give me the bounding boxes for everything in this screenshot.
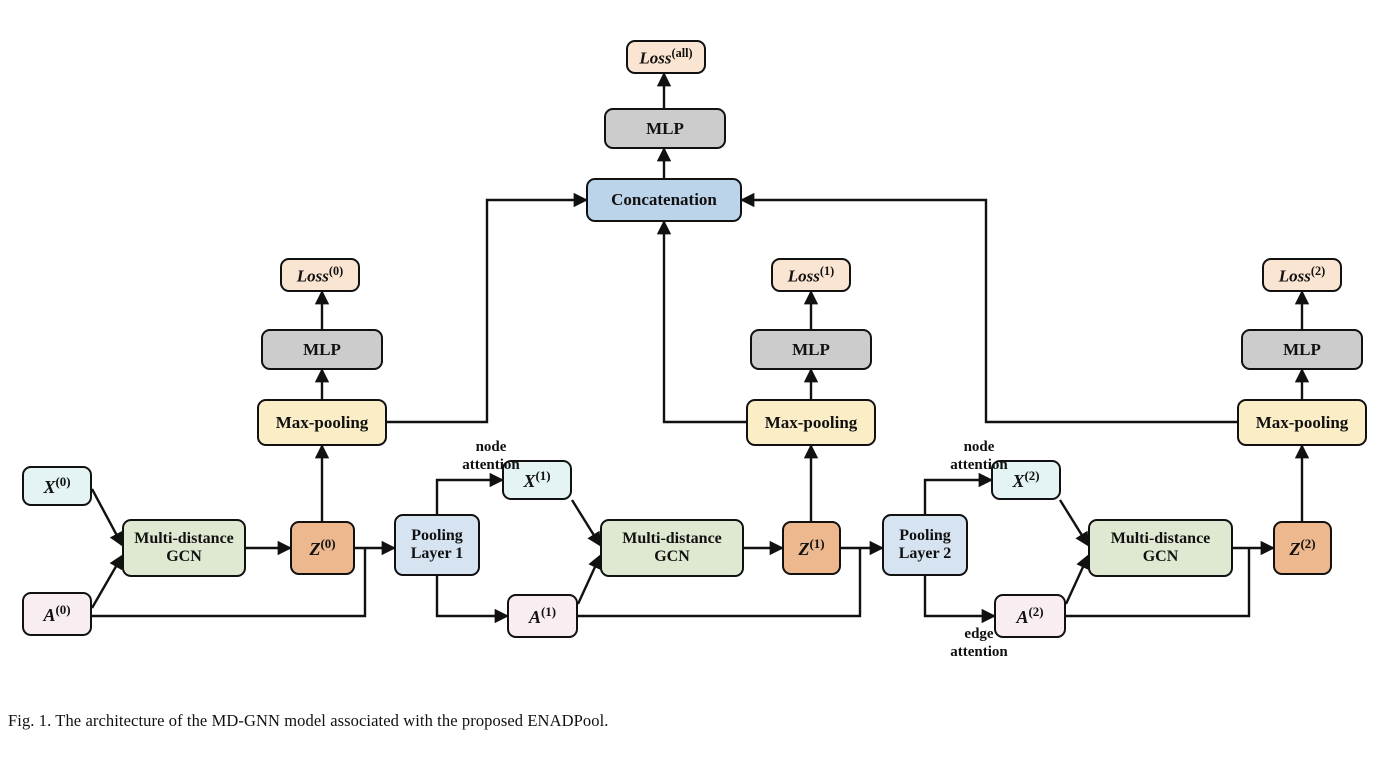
mlp-2-label: MLP <box>1283 339 1321 359</box>
maxpool-0-label: Max-pooling <box>275 412 369 432</box>
a2-box[interactable]: A(2) <box>994 594 1066 638</box>
loss-all-label: Loss(all) <box>639 45 693 68</box>
loss-1-label: Loss(1) <box>787 263 835 286</box>
edge-maxpool2-to-concat <box>739 192 1240 424</box>
edge-x1-to-gcn1 <box>570 499 602 547</box>
loss-0-label: Loss(0) <box>296 263 344 286</box>
pooling-layer-2-box[interactable]: Pooling Layer 2 <box>882 514 968 576</box>
concatenation-box[interactable]: Concatenation <box>586 178 742 222</box>
mlp-all-box[interactable]: MLP <box>604 108 726 149</box>
mlp-1-box[interactable]: MLP <box>750 329 872 370</box>
a1-label: A(1) <box>528 603 557 627</box>
x2-box[interactable]: X(2) <box>991 460 1061 500</box>
z2-label: Z(2) <box>1289 535 1316 559</box>
gcn-2-box[interactable]: Multi-distance GCN <box>1088 519 1233 577</box>
loss-0-box[interactable]: Loss(0) <box>280 258 360 292</box>
gcn-1-box[interactable]: Multi-distance GCN <box>600 519 744 577</box>
pooling-layer-1-label: Pooling Layer 1 <box>410 527 464 562</box>
edge-attention-2-label: edge attention <box>950 626 1008 660</box>
node-attention-1-label: node attention <box>462 439 520 473</box>
edge-pool2-to-a2 <box>923 576 997 624</box>
gcn-0-label: Multi-distance GCN <box>134 530 234 565</box>
edge-a0-to-gcn0 <box>90 554 124 609</box>
loss-all-box[interactable]: Loss(all) <box>626 40 706 74</box>
z2-box[interactable]: Z(2) <box>1273 521 1332 575</box>
x0-label: X(0) <box>43 473 71 497</box>
x1-box[interactable]: X(1) <box>502 460 572 500</box>
maxpool-2-box[interactable]: Max-pooling <box>1237 399 1367 446</box>
loss-2-label: Loss(2) <box>1278 263 1326 286</box>
maxpool-1-box[interactable]: Max-pooling <box>746 399 876 446</box>
maxpool-1-label: Max-pooling <box>764 412 858 432</box>
z0-box[interactable]: Z(0) <box>290 521 355 575</box>
node-attention-2-label: node attention <box>950 439 1008 473</box>
loss-2-box[interactable]: Loss(2) <box>1262 258 1342 292</box>
gcn-1-label: Multi-distance GCN <box>622 530 722 565</box>
z1-label: Z(1) <box>798 535 825 559</box>
loss-1-box[interactable]: Loss(1) <box>771 258 851 292</box>
mlp-all-label: MLP <box>646 118 684 138</box>
gcn-2-label: Multi-distance GCN <box>1110 530 1211 565</box>
mlp-1-label: MLP <box>792 339 830 359</box>
mlp-0-label: MLP <box>303 339 341 359</box>
edge-a1-to-gcn1 <box>576 554 602 605</box>
mlp-0-box[interactable]: MLP <box>261 329 383 370</box>
figure-caption: Fig. 1. The architecture of the MD-GNN m… <box>8 711 609 730</box>
z0-label: Z(0) <box>309 535 336 559</box>
gcn-0-box[interactable]: Multi-distance GCN <box>122 519 246 577</box>
edge-a2-to-gcn2 <box>1064 554 1090 605</box>
edge-maxpool0-to-concat <box>387 192 589 424</box>
a2-label: A(2) <box>1016 603 1044 627</box>
pooling-layer-1-box[interactable]: Pooling Layer 1 <box>394 514 480 576</box>
edge-pool1-to-a1 <box>435 576 510 624</box>
x0-box[interactable]: X(0) <box>22 466 92 506</box>
z1-box[interactable]: Z(1) <box>782 521 841 575</box>
edge-x0-to-gcn0 <box>90 488 124 547</box>
a0-label: A(0) <box>43 601 71 625</box>
concatenation-label: Concatenation <box>611 190 717 210</box>
x1-label: X(1) <box>523 467 551 491</box>
a1-box[interactable]: A(1) <box>507 594 578 638</box>
maxpool-2-label: Max-pooling <box>1255 412 1349 432</box>
a0-box[interactable]: A(0) <box>22 592 92 636</box>
edge-x2-to-gcn2 <box>1058 499 1090 547</box>
maxpool-0-box[interactable]: Max-pooling <box>257 399 387 446</box>
edge-maxpool1-to-concat <box>656 219 749 424</box>
mlp-2-box[interactable]: MLP <box>1241 329 1363 370</box>
x2-label: X(2) <box>1012 467 1040 491</box>
pooling-layer-2-label: Pooling Layer 2 <box>898 527 952 562</box>
